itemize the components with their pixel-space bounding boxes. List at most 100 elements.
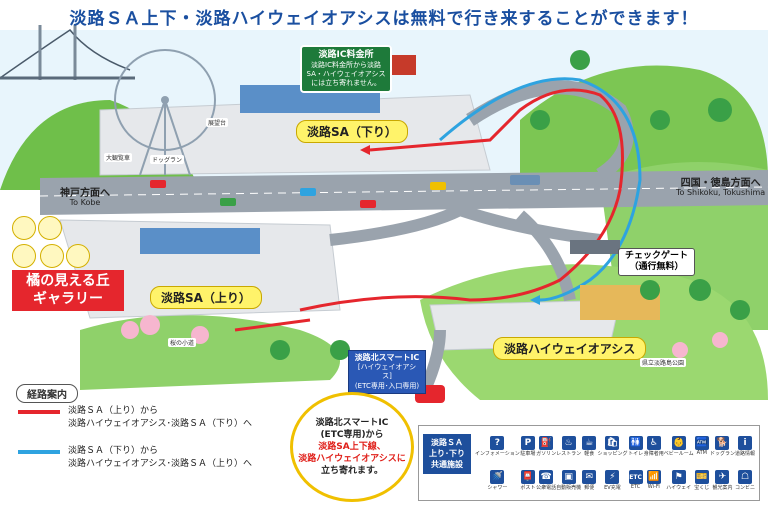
facility-icon: i [737, 435, 752, 450]
ic-fee-sign: 淡路IC料金所 淡路IC料金所から淡路SA・ハイウェイオアシスには立ち寄れません… [300, 45, 392, 93]
check-gate-line2: （通行無料） [629, 261, 684, 272]
gallery-line2: ギャラリー [33, 290, 103, 307]
facility-name: ショッピング [597, 450, 628, 457]
facility-icon: ✈ [715, 469, 730, 484]
facility-icon: 📶 [646, 470, 661, 484]
bubble-line4: 淡路ハイウェイオアシスに [298, 454, 406, 465]
gallery-label[interactable]: 橘の見える丘 ギャラリー [12, 270, 124, 311]
facility-name: ベビールーム [663, 450, 694, 457]
facilities-label-line1: 淡路ＳＡ [431, 438, 463, 447]
legend-title: 経路案内 [16, 384, 78, 403]
poi-circle-4 [40, 244, 64, 268]
label-park: 県立淡路島公園 [640, 358, 687, 367]
facility-name: ガソリン [536, 450, 557, 457]
route-blue [439, 77, 642, 302]
label-sa-down[interactable]: 淡路SA（下り） [296, 120, 408, 143]
facility-icon: 🏧 [694, 436, 709, 450]
label-observatory: 展望台 [206, 118, 229, 127]
poi-circle-5 [66, 244, 90, 268]
poi-circle-3 [12, 244, 36, 268]
bubble-line2: (ETC専用)から [320, 429, 384, 440]
facility-icon: 🚿 [490, 469, 505, 484]
facility-name: 自動販売機 [556, 484, 582, 491]
facility-item: ♿身障者用 [644, 430, 664, 462]
facility-item: 🚿シャワー [475, 464, 520, 496]
facility-name: インフォメーション [475, 450, 520, 457]
poi-circle-2 [38, 216, 62, 240]
facility-item: 🏧ATM [694, 430, 710, 462]
park-left [80, 315, 340, 390]
legend-red-line [18, 410, 60, 414]
label-dogrun: ドッグラン [150, 155, 185, 164]
check-gate-structure [570, 240, 620, 254]
facility-item: ☖コンビニ [735, 464, 755, 496]
facility-icon: ? [490, 435, 505, 450]
facility-name: 公衆電話 [536, 484, 557, 491]
facility-item: 🐕ドッグラン [710, 430, 735, 462]
facility-name: ETC [630, 484, 641, 490]
legend-blue-line2: 淡路ハイウェイオアシス･淡路ＳＡ（上り）へ [68, 458, 252, 469]
facility-name: ドッグラン [709, 450, 735, 457]
facility-icon: ✉ [582, 469, 597, 484]
smart-ic-sign: 淡路北スマートIC [ハイウェイオアシス] (ETC専用･入口専用) [348, 350, 426, 394]
label-sakura-path: 桜の小道 [168, 338, 197, 347]
label-highway-oasis[interactable]: 淡路ハイウェイオアシス [493, 337, 647, 360]
gallery-line1: 橘の見える丘 [26, 273, 110, 289]
facility-item: ⚡EV充電 [597, 464, 627, 496]
facility-item: 🎫宝くじ [694, 464, 710, 496]
facility-item: ✈観光案内 [710, 464, 735, 496]
smart-ic-sign-line2: [ハイウェイオアシス] [357, 363, 417, 381]
direction-shikoku-main: 四国・徳島方面へ [680, 178, 761, 189]
facility-item: ?インフォメーション [475, 430, 520, 462]
facility-item: 🛍ショッピング [597, 430, 627, 462]
check-gate-label: チェックゲート （通行無料） [618, 248, 696, 276]
sa-up-building [140, 228, 260, 254]
facility-item: 👶ベビールーム [664, 430, 694, 462]
facility-icon: ⛽ [539, 435, 554, 450]
facility-name: ATM [696, 450, 707, 456]
facilities-label: 淡路ＳＡ 上り･下り 共通施設 [423, 434, 471, 475]
check-gate-line1: チェックゲート [625, 251, 689, 261]
smart-ic-sign-line3: (ETC専用･入口専用) [354, 381, 420, 390]
facility-item: ♨レストラン [556, 430, 581, 462]
bubble-line5: 立ち寄れます。 [320, 466, 384, 477]
facility-icon: 🎫 [694, 469, 709, 484]
label-sa-up[interactable]: 淡路SA（上り） [150, 286, 262, 309]
facility-name: 身障者用 [643, 450, 664, 457]
facility-name: ハイウェイ [666, 484, 692, 491]
facility-icon: P [520, 435, 535, 450]
legend-red-line1: 淡路ＳＡ（上り）から [68, 406, 159, 416]
ic-fee-title: 淡路IC料金所 [318, 50, 374, 60]
facility-icon: ☖ [737, 469, 752, 484]
legend-red-line2: 淡路ハイウェイオアシス･淡路ＳＡ（下り）へ [68, 418, 252, 429]
facility-item: 🚻トイレ [627, 430, 643, 462]
facility-icon: ♨ [561, 435, 576, 450]
facility-icon: ▣ [561, 469, 576, 484]
smart-ic-sign-line1: 淡路北スマートIC [354, 353, 420, 362]
facility-item: ☎公衆電話 [536, 464, 556, 496]
direction-shikoku-sub: To Shikoku, Tokushima [676, 188, 766, 197]
facility-item: ☕軽食 [581, 430, 597, 462]
direction-kobe-sub: To Kobe [69, 198, 101, 207]
ramp-south [329, 203, 601, 246]
facility-name: Wi-Fi [647, 484, 660, 490]
facility-item: ✉郵便 [581, 464, 597, 496]
route-red-up [234, 318, 311, 332]
facilities-label-line3: 共通施設 [431, 459, 463, 469]
page-title: 淡路ＳＡ上下・淡路ハイウェイオアシスは無料で行き来することができます！ [69, 9, 699, 29]
facility-name: レストラン [556, 450, 582, 457]
label-ferris-wheel: 大観覧車 [104, 153, 133, 162]
facility-icon: 📮 [520, 469, 535, 484]
facility-icon: 👶 [671, 435, 686, 450]
ferris-wheel-illustration [114, 49, 216, 176]
direction-kobe-main: 神戸方面へ [60, 188, 110, 199]
direction-shikoku: 四国・徳島方面へ To Shikoku, Tokushima [676, 178, 765, 198]
facility-icon: ETC [628, 470, 643, 484]
facility-icon: ♿ [646, 435, 661, 450]
facility-icon: ⚑ [671, 469, 686, 484]
facility-item: 📮ポスト [520, 464, 536, 496]
